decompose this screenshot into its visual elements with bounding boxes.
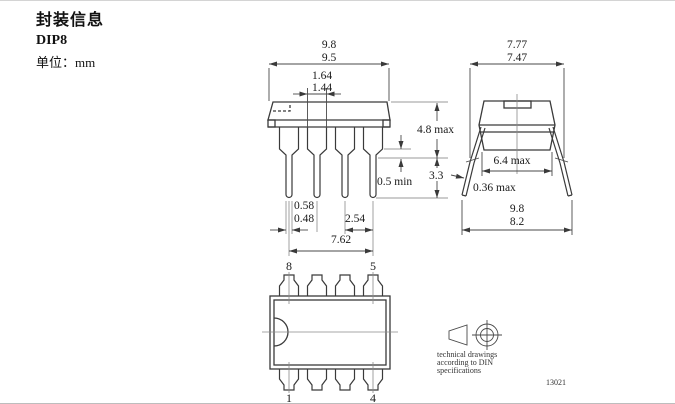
dim-body-height: 4.8 max — [417, 124, 454, 136]
dim-lead-width-max: 0.58 — [294, 200, 314, 212]
top-pin-7 — [306, 274, 328, 296]
dim-seating-span-max: 9.8 — [510, 203, 525, 215]
side-body-outline — [267, 101, 391, 121]
page-title: 封装信息 — [36, 10, 105, 29]
lead-tick-right — [554, 157, 569, 163]
pin-label-1: 1 — [286, 391, 292, 404]
din-note-line-1: technical drawings — [437, 350, 497, 359]
dim-lead-row-span: 7.62 — [331, 234, 351, 246]
side-pin-2 — [306, 127, 328, 199]
top-pin-3 — [334, 369, 356, 391]
side-ledge-tab-left — [267, 119, 276, 128]
dim-lead-thickness: 0.36 max — [473, 182, 516, 194]
mold-mark — [503, 100, 532, 109]
top-view: 8 5 1 4 — [262, 259, 398, 404]
din-note-line-2: according to DIN — [437, 358, 493, 367]
lead-tick-left — [465, 157, 480, 163]
dim-lead-width-min: 0.48 — [294, 213, 314, 225]
top-pin-2 — [306, 369, 328, 391]
end-lead-right — [548, 126, 573, 197]
pin-label-5: 5 — [370, 259, 376, 273]
side-notch-hidden-line — [273, 103, 291, 112]
top-pin-6 — [334, 274, 356, 296]
doc-number: 13021 — [546, 378, 566, 387]
dim-seating-span-min: 8.2 — [510, 216, 525, 228]
top-body-inner — [273, 299, 387, 366]
projection-cone-icon — [448, 324, 468, 346]
unit-label: 单位：mm — [36, 55, 96, 70]
side-pin-1 — [278, 127, 300, 199]
dim-body-length-max: 9.8 — [322, 39, 337, 51]
dim-body-length-min: 9.5 — [322, 52, 337, 64]
side-view: 9.8 9.5 1.64 1.44 4.8 max 3.3 0.5 min — [267, 39, 454, 256]
dim-lead-length: 3.3 — [429, 170, 444, 182]
projection-note: technical drawings according to DIN spec… — [437, 320, 566, 387]
end-lead-left — [461, 126, 486, 197]
dim-upper-span-min: 7.47 — [507, 52, 527, 64]
dim-standoff: 0.5 min — [377, 176, 412, 188]
top-body-outer — [269, 295, 391, 370]
dim-shoulder-width-max: 1.64 — [312, 70, 332, 82]
side-pin-4 — [362, 127, 384, 199]
pin-label-8: 8 — [286, 259, 292, 273]
dim-lead-pitch: 2.54 — [345, 213, 365, 225]
dim-shoulder-width-min: 1.44 — [312, 82, 332, 94]
lead-thickness-leader — [450, 173, 465, 179]
dim-body-width: 6.4 max — [493, 155, 530, 167]
pin-label-4: 4 — [370, 391, 376, 404]
din-note-line-3: specifications — [437, 366, 481, 375]
package-name: DIP8 — [36, 33, 68, 48]
dim-upper-span-max: 7.77 — [507, 39, 527, 51]
side-pin-3 — [334, 127, 356, 199]
end-view: 7.77 7.47 6.4 max 0.36 max 9.8 8.2 — [450, 39, 573, 235]
side-ledge-tab-right — [382, 119, 391, 128]
